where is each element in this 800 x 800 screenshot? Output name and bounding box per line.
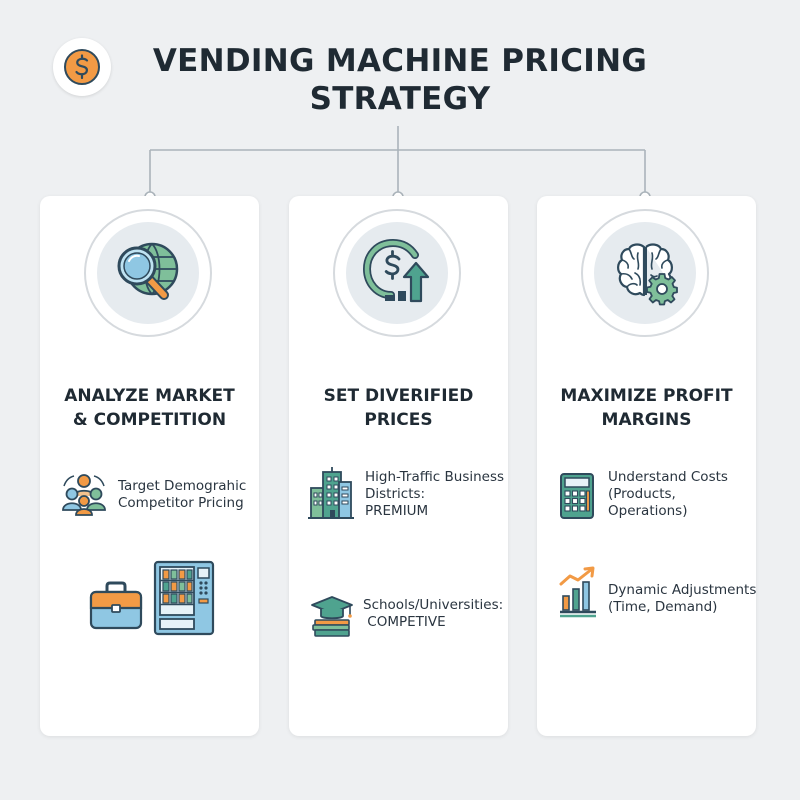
card-title-line-1: ANALYZE MARKET (64, 386, 235, 406)
dollar-growth-icon (362, 238, 430, 303)
item-line: (Time, Demand) (608, 599, 718, 615)
card-title-line-1: MAXIMIZE PROFIT (560, 386, 733, 406)
graduation-cap-books-icon (311, 596, 353, 637)
office-buildings-icon (308, 467, 354, 519)
card-analyze-market: ANALYZE MARKET & COMPETITION Target Demo… (40, 196, 259, 736)
item-line: Competitor Pricing (118, 495, 244, 511)
item-line: Schools/Universities: (363, 597, 504, 613)
item-line: Understand Costs (608, 469, 728, 485)
briefcase-icon (89, 581, 143, 630)
people-group-icon (62, 474, 106, 516)
item-line: COMPETIVE (363, 614, 446, 630)
rising-chart-icon (559, 566, 596, 618)
card-title: MAXIMIZE PROFIT MARGINS (537, 384, 756, 432)
logo-badge (53, 38, 111, 96)
card-icon-badge (333, 209, 461, 337)
dollar-coin-icon (64, 49, 100, 85)
item-line: (Products, (608, 486, 676, 502)
card-title-line-2: PRICES (364, 410, 433, 430)
list-item-text: High-Traffic Business Districts: PREMIUM (365, 469, 504, 520)
item-line: Target Demograhic (118, 478, 247, 494)
card-icon-badge (581, 209, 709, 337)
connector-lines (144, 126, 651, 203)
brain-gear-icon (617, 243, 678, 306)
item-line: High-Traffic Business (365, 469, 505, 485)
item-line: Operations) (608, 503, 688, 519)
page-title-line-2: STRATEGY (309, 81, 491, 117)
card-title: ANALYZE MARKET & COMPETITION (40, 384, 259, 432)
list-item-text: Schools/Universities: COMPETIVE (363, 597, 503, 631)
calculator-icon (560, 473, 594, 519)
page-title-line-1: VENDING MACHINE PRICING (152, 43, 648, 79)
card-title-line-2: MARGINS (601, 410, 692, 430)
card-maximize-profit: MAXIMIZE PROFIT MARGINS Understand Costs… (537, 196, 756, 736)
list-item-text: Understand Costs (Products, Operations) (608, 469, 728, 520)
card-title-line-1: SET DIVERIFIED (323, 386, 474, 406)
page-title: VENDING MACHINE PRICING STRATEGY (120, 42, 680, 118)
item-line: Dynamic Adjustments (608, 582, 757, 598)
list-item-text: Dynamic Adjustments (Time, Demand) (608, 582, 756, 616)
card-title: SET DIVERIFIED PRICES (289, 384, 508, 432)
vending-machine-icon (153, 560, 215, 636)
item-line: Districts: (365, 486, 426, 502)
magnifier-globe-icon (117, 242, 179, 300)
item-line: PREMIUM (365, 503, 429, 519)
card-icon-badge (84, 209, 212, 337)
card-title-line-2: & COMPETITION (72, 410, 227, 430)
list-item-text: Target Demograhic Competitor Pricing (118, 478, 246, 512)
card-set-prices: SET DIVERIFIED PRICES High-Traffic Busin… (289, 196, 508, 736)
